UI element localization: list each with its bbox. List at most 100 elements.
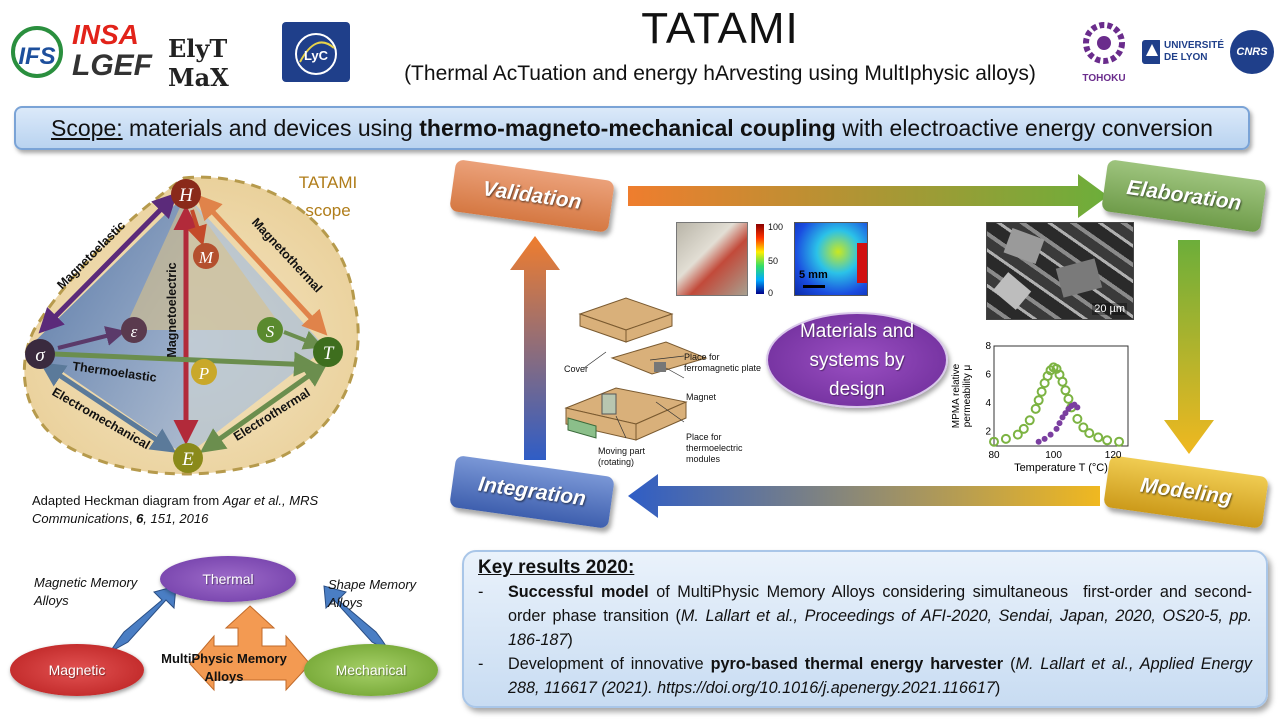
edge-h-m [187, 209, 207, 246]
scope-banner: Scope: materials and devices using therm… [14, 106, 1250, 150]
sem-grain-1 [1003, 227, 1045, 265]
sem-grain-3 [992, 272, 1032, 310]
mechanical-ellipse: Mechanical [304, 644, 438, 696]
sem-micrograph: 20 µm [986, 222, 1134, 320]
arrow-mma [109, 585, 177, 653]
data-point [1102, 435, 1113, 446]
data-point [1036, 386, 1047, 397]
ifs-logo-mark: IFS [11, 26, 63, 78]
data-point [1084, 428, 1095, 439]
arrow-center [189, 605, 311, 692]
sma-label: Shape Memory Alloys [328, 577, 417, 610]
scope-label: Scope: [51, 114, 123, 141]
edge-electromechanical [39, 362, 177, 453]
device-drawing: Cover Magnet [564, 297, 717, 441]
thermal-label: Thermal [202, 571, 254, 587]
edge-sigma-eps [57, 326, 126, 350]
scope-text-after: with electroactive energy conversion [835, 114, 1213, 141]
sem-scalebar: 20 µm [1092, 303, 1127, 315]
thermal-scalebar: 5 mm [799, 269, 828, 281]
univ-lyon-logo: UNIVERSITÉ DE LYON [1140, 32, 1224, 72]
ifs-logo-text: IFS [18, 43, 55, 70]
key-results-panel: Key results 2020: - Successful model of … [462, 550, 1268, 708]
x-axis-label: Temperature T (°C) [1014, 462, 1108, 474]
node-sigma: σ [25, 339, 55, 369]
data-point [1057, 376, 1068, 387]
data-point [989, 436, 999, 447]
materials-by-design-text: Materials and systems by design [799, 320, 915, 400]
result-1-ref: M. Lallart et al., Proceedings of AFI-20… [508, 607, 1252, 649]
data-point [1093, 432, 1104, 443]
sem-grain-2 [1055, 258, 1103, 298]
scope-bold: thermo-magneto-mechanical coupling [419, 114, 836, 141]
tohoku-text: TOHOKU [1082, 73, 1126, 84]
data-point [1012, 429, 1023, 440]
node-sigma-label: σ [35, 345, 45, 366]
device-label-thermo: Place for thermoelectric modules [686, 432, 743, 464]
y-tick-label: 8 [985, 341, 991, 352]
node-T-label: T [323, 343, 335, 364]
key-results-heading: Key results 2020: [478, 557, 635, 578]
lgef-text: LGEF [72, 49, 152, 82]
device-label-cover: Cover [564, 364, 588, 374]
caption-vol: 6 [136, 511, 144, 526]
node-E-label: E [181, 449, 194, 470]
data-point [1030, 403, 1041, 414]
colorbar-mid: 50 [768, 256, 779, 266]
data-point [1033, 395, 1044, 406]
mma-label: Magnetic Memory Alloys [34, 575, 138, 608]
y-tick-label: 6 [985, 370, 991, 381]
edge-magnetoelastic [38, 192, 178, 334]
x-tick-label: 120 [1105, 450, 1122, 461]
tohoku-logo: TOHOKU [1072, 18, 1136, 90]
x-tick-label: 100 [1045, 450, 1062, 461]
data-point [1063, 393, 1074, 404]
result-2-end: ) [994, 679, 1001, 697]
cycle-arrows [510, 174, 1214, 518]
colorbar-max: 100 [768, 222, 784, 232]
node-eps-label: ε [131, 322, 138, 341]
edge-s-t [283, 330, 324, 350]
insa-text: INSA [72, 19, 139, 50]
lyc-logo: LyC [282, 22, 350, 82]
page-title: TATAMI [641, 4, 799, 53]
mechanical-label: Mechanical [335, 662, 407, 678]
device-label-moving: Moving part (rotating) [598, 446, 646, 467]
node-H-label: H [178, 185, 194, 206]
tohoku-logo-mark [1083, 22, 1125, 64]
data-point [1060, 385, 1071, 396]
data-point [1078, 422, 1089, 433]
thermal-scalebar-line [803, 285, 825, 288]
data-point [1041, 435, 1048, 442]
data-point [1047, 431, 1054, 438]
caption-end: , 151, 2016 [143, 511, 209, 526]
data-point [1074, 404, 1081, 411]
y-axis-label: MPMA relativepermeability μ [951, 363, 973, 428]
result-1-text: of MultiPhysic Memory Alloys considering… [508, 583, 1252, 625]
thermal-colorbar [756, 224, 764, 294]
result-1-bold: Successful model [508, 583, 649, 601]
data-point [1053, 425, 1060, 432]
node-E: E [173, 443, 203, 473]
data-point [1018, 423, 1029, 434]
ifs-logo: IFS [6, 24, 68, 82]
cnrs-text: CNRS [1236, 46, 1268, 58]
label-magnetoelectric: Magnetoelectric [165, 262, 179, 357]
device-label-magnet: Magnet [686, 392, 717, 402]
insa-lgef-logo: INSA LGEF [72, 20, 162, 90]
result-1-end: ) [567, 631, 573, 649]
node-P-label: P [198, 364, 209, 383]
lion-icon [1142, 40, 1160, 64]
heckman-diagram: H M S T σ ε P E Magnetoelastic Magnetoel… [22, 173, 360, 476]
device-label-ferro: Place for ferromagnetic plate [684, 352, 762, 373]
chart-plot-area [993, 345, 1129, 447]
thermal-ellipse: Thermal [160, 556, 296, 602]
node-P: P [191, 359, 217, 385]
magnetic-label: Magnetic [48, 662, 106, 678]
lyc-logo-mark: LyC [295, 33, 337, 75]
node-S: S [257, 317, 283, 343]
data-point [1114, 436, 1125, 447]
arrow-elaboration-modeling [1164, 240, 1214, 454]
node-M: M [193, 243, 219, 269]
